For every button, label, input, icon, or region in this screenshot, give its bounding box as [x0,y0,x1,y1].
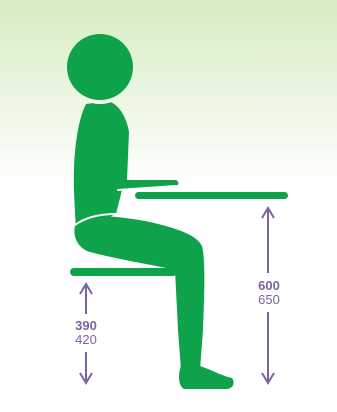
desk-top [135,192,288,199]
seat-height-secondary: 420 [63,333,109,347]
desk-height-label: 600 650 [246,279,292,307]
desk-height-primary: 600 [246,279,292,293]
seat-height-primary: 390 [63,319,109,333]
desk-height-secondary: 650 [246,293,292,307]
chair-seat [70,268,177,276]
head [67,34,133,100]
seat-height-label: 390 420 [63,319,109,347]
